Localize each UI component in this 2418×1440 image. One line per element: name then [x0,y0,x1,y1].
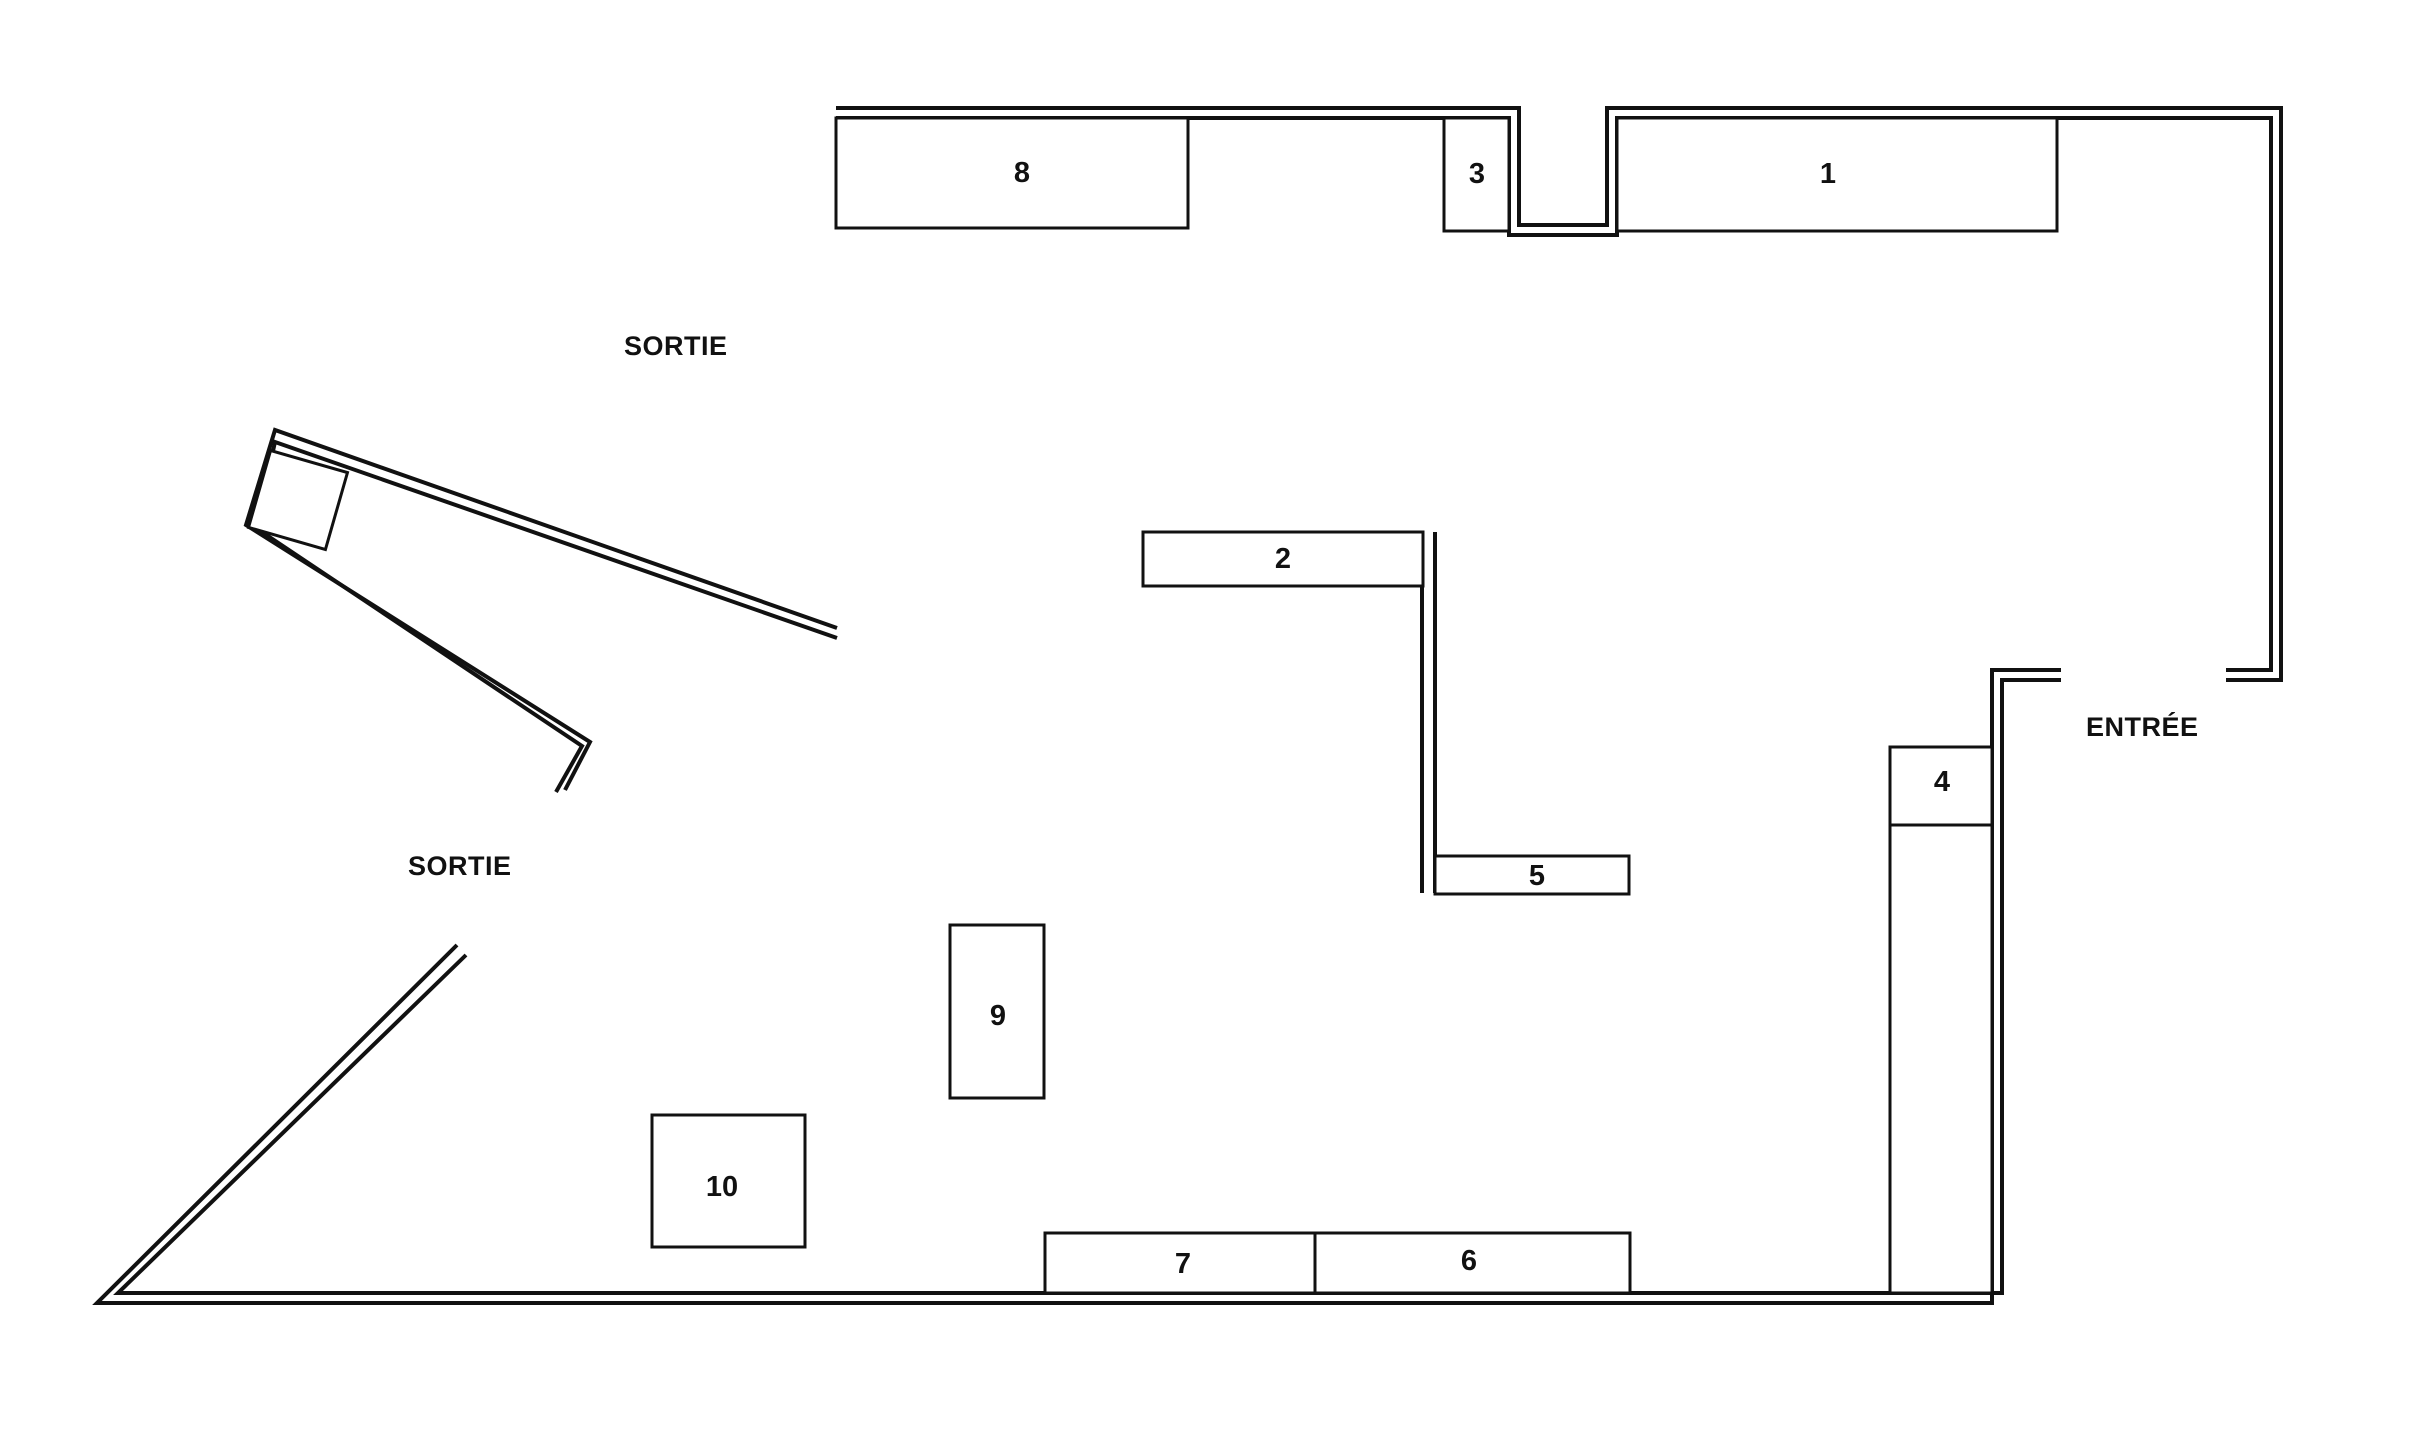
section-6-label: 6 [1461,1245,1477,1277]
section-1-label: 1 [1820,158,1836,190]
section-7-label: 7 [1175,1248,1191,1280]
section-9 [948,923,1046,1100]
section-4-label: 4 [1934,766,1950,798]
section-7 [1043,1231,1317,1295]
section-1 [1615,116,2059,233]
section-9-label: 9 [990,1000,1006,1032]
wall-interior [1420,532,1437,893]
entrance-label: ENTRÉE [2086,711,2199,742]
section-3-label: 3 [1469,158,1485,190]
section-8-label: 8 [1014,157,1030,189]
exit-label-lower: SORTIE [408,851,512,881]
section-5-label: 5 [1529,860,1545,892]
section-2 [1141,530,1425,588]
section-10 [650,1113,807,1249]
display-square [246,448,350,552]
section-2-label: 2 [1275,543,1291,575]
section-4-shelf [1888,823,1994,1295]
section-5 [1433,854,1631,896]
section-8 [834,116,1190,230]
section-10-label: 10 [706,1171,738,1203]
section-6 [1313,1231,1632,1295]
exit-label-upper: SORTIE [624,331,728,361]
section-3 [1442,116,1511,233]
wall-bottom [92,668,2061,1305]
